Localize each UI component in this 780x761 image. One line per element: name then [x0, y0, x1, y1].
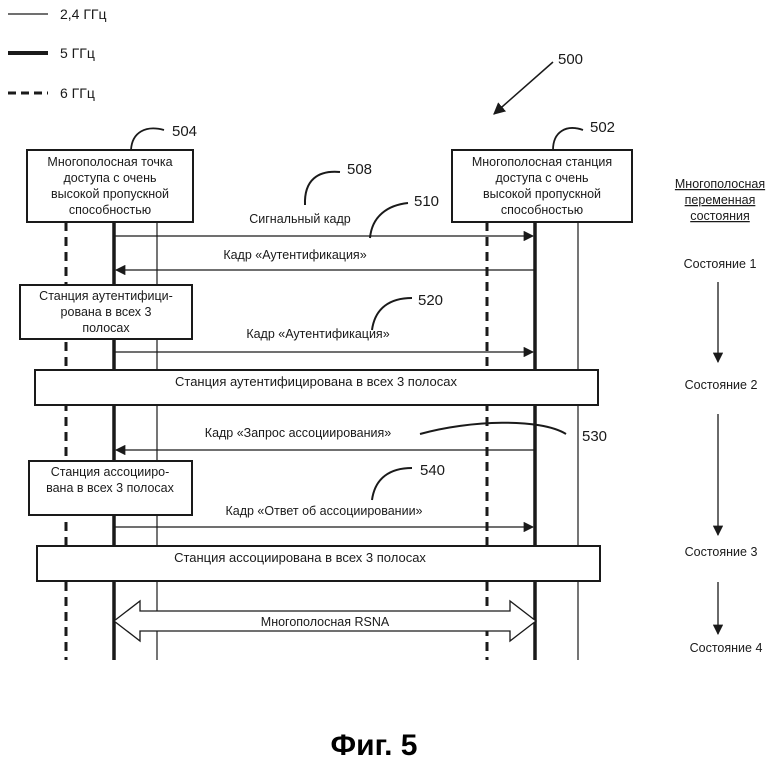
- ap-box-line-4: способностью: [69, 203, 151, 217]
- ref-540: 540: [420, 462, 445, 479]
- ap-box: Многополосная точка доступа с очень высо…: [27, 150, 193, 222]
- assoc-response-label: Кадр «Ответ об ассоциировании»: [225, 504, 422, 518]
- ap-box-line-1: Многополосная точка: [47, 155, 172, 169]
- auth-note-line-3: полосах: [82, 321, 130, 335]
- ref-510-leader: [370, 203, 408, 238]
- state-2: Состояние 2: [685, 378, 758, 392]
- figure-caption: Фиг. 5: [331, 729, 418, 761]
- state-column: Многополосная переменная состояния Состо…: [675, 177, 765, 655]
- legend-label-6ghz: 6 ГГц: [60, 85, 95, 101]
- legend: 2,4 ГГц 5 ГГц 6 ГГц: [8, 6, 107, 101]
- ref-520: 520: [418, 292, 443, 309]
- state-header-line-1: Многополосная: [675, 177, 765, 191]
- ap-box-line-2: доступа с очень: [63, 171, 156, 185]
- assoc-request-label: Кадр «Запрос ассоциирования»: [205, 426, 391, 440]
- ref-508: 508: [347, 161, 372, 178]
- ref-520-leader: [372, 298, 412, 330]
- state-header-line-3: состояния: [690, 209, 750, 223]
- ref-510: 510: [414, 193, 439, 210]
- ref-504-leader: [131, 128, 164, 150]
- sta-box: Многополосная станция доступа с очень вы…: [452, 150, 632, 222]
- ref-530-leader: [420, 423, 566, 434]
- auth-frame-1-label: Кадр «Аутентификация»: [223, 248, 366, 262]
- state-4: Состояние 4: [690, 641, 763, 655]
- sta-box-line-1: Многополосная станция: [472, 155, 612, 169]
- auth-frame-2-label: Кадр «Аутентификация»: [246, 327, 389, 341]
- ref-530: 530: [582, 428, 607, 445]
- sta-box-line-2: доступа с очень: [495, 171, 588, 185]
- ref-504: 504: [172, 123, 197, 140]
- beacon-frame-label: Сигнальный кадр: [249, 212, 351, 226]
- ref-500-arrow: [494, 62, 553, 114]
- assoc-note-line-2: вана в всех 3 полосах: [46, 481, 175, 495]
- ref-540-leader: [372, 468, 412, 500]
- assoc-note: Станция ассоцииро- вана в всех 3 полосах: [29, 461, 192, 515]
- ref-502-leader: [553, 128, 583, 150]
- state-3: Состояние 3: [685, 545, 758, 559]
- state-1: Состояние 1: [684, 257, 757, 271]
- assoc-note-line-1: Станция ассоцииро-: [51, 465, 170, 479]
- rsna-label: Многополосная RSNA: [261, 615, 390, 629]
- ref-502: 502: [590, 119, 615, 136]
- ref-508-leader: [305, 172, 340, 205]
- legend-label-5ghz: 5 ГГц: [60, 45, 95, 61]
- ref-500: 500: [558, 51, 583, 68]
- legend-label-2-4ghz: 2,4 ГГц: [60, 6, 107, 22]
- auth-note-line-2: рована в всех 3: [61, 305, 152, 319]
- sta-box-line-3: высокой пропускной: [483, 187, 601, 201]
- assoc-state-bar-label: Станция ассоциирована в всех 3 полосах: [174, 550, 426, 565]
- auth-note-line-1: Станция аутентифици-: [39, 289, 173, 303]
- state-header-line-2: переменная: [685, 193, 756, 207]
- auth-note: Станция аутентифици- рована в всех 3 пол…: [20, 285, 192, 339]
- auth-state-bar-label: Станция аутентифицирована в всех 3 полос…: [175, 374, 457, 389]
- ap-box-line-3: высокой пропускной: [51, 187, 169, 201]
- sta-box-line-4: способностью: [501, 203, 583, 217]
